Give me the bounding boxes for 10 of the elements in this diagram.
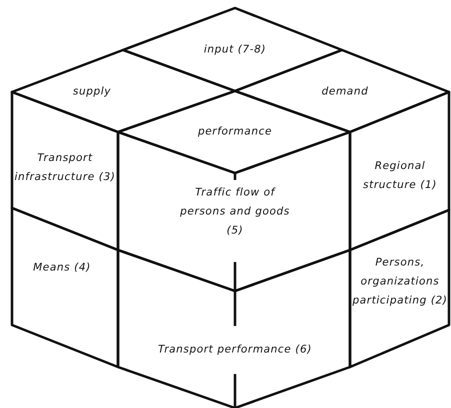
face-label: input (7-8) [202, 42, 268, 58]
face-label: Transport performance (6) [157, 342, 313, 358]
face-label: demand [320, 84, 370, 100]
face-label: Means (4) [32, 260, 92, 276]
face-label: performance [196, 124, 274, 140]
face-label: Regional structure (1) [362, 159, 438, 193]
face-label: supply [72, 84, 112, 100]
face-label: Traffic flow of persons and goods (5) [179, 186, 291, 238]
face-label: Persons, organizations participating (2) [351, 256, 448, 308]
face-label: Transport infrastructure (3) [14, 151, 116, 185]
